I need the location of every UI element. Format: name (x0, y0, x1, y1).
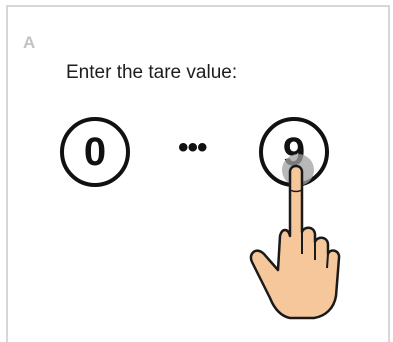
digit-label-0: 0 (84, 130, 106, 175)
step-label: A (23, 33, 35, 53)
instruction-text: Enter the tare value: (66, 62, 237, 84)
ellipsis-separator: ••• (178, 131, 207, 165)
pointing-hand-icon (240, 150, 350, 325)
digit-button-0[interactable]: 0 (60, 117, 130, 187)
